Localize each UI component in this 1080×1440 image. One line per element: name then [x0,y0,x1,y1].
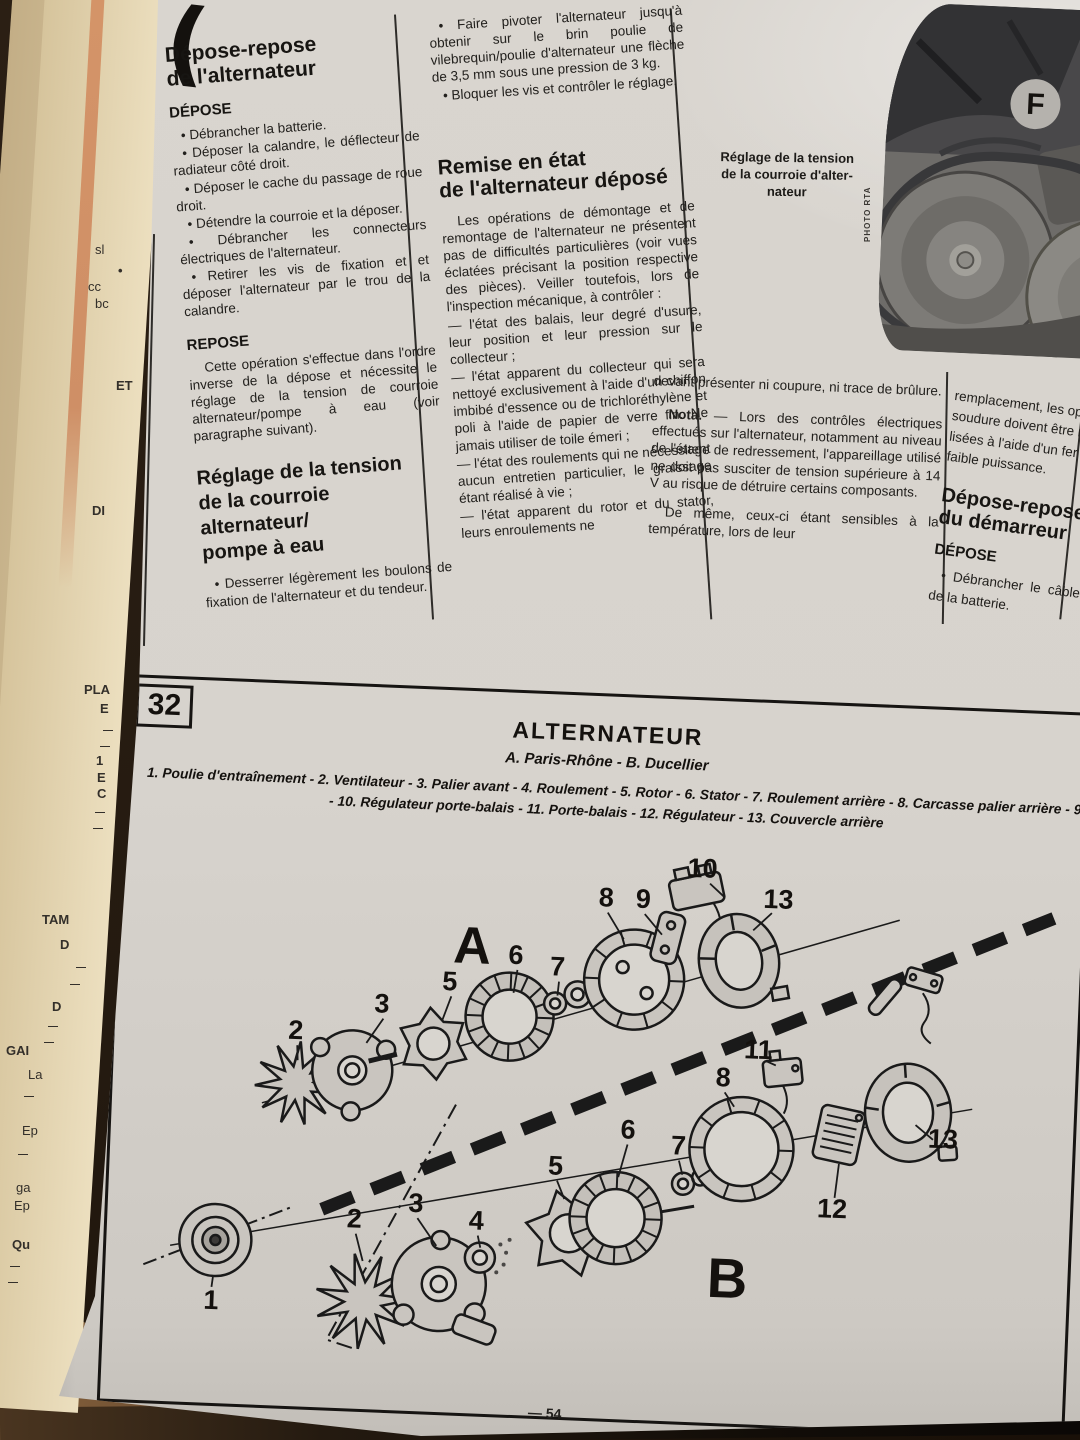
column-demarreur: remplacement, les opé soudure doivent êt… [927,386,1080,633]
margin-fragment: C [97,786,107,801]
part-label-13b: 13 [927,1124,958,1155]
brush-holder-b [761,1049,804,1115]
margin-fragment: Ep [22,1123,38,1138]
margin-fragment: Ep [14,1198,30,1213]
margin-fragment: sl [95,242,105,257]
margin-fragment: ga [16,1180,31,1195]
part-label-1: 1 [203,1285,219,1316]
margin-fragment: — [70,979,80,990]
bullet-item: • Desserrer légèrement les boulons de fi… [205,559,453,610]
column-nota: devant présenter ni coupure, ni trace de… [648,372,944,549]
photo-caption: Réglage de la tension de la courroie d'a… [720,149,855,200]
exploded-diagram: A B 10 8 9 13 6 7 5 3 2 1 2 3 4 5 6 [142,853,1057,1350]
part-label-3b: 3 [408,1188,424,1219]
column-depose-alternateur: Dépose-repose de l'alternateur DÉPOSE • … [164,25,454,612]
margin-fragment: — [76,962,86,973]
pulley-b [178,1202,253,1278]
margin-fragment: GAI [6,1043,30,1058]
repose-paragraph: Cette opération s'effectue dans l'ordre … [189,342,441,445]
margin-fragment: DI [92,503,105,518]
margin-fragment: — [44,1037,54,1048]
page-number: — 54 [527,1404,562,1422]
margin-fragment: — [24,1091,34,1102]
margin-fragment: • [118,263,123,278]
rear-cover-a [697,912,791,1009]
margin-fragment: — [10,1261,20,1272]
margin-fragment: ET [116,378,133,393]
margin-fragment: D [52,999,62,1014]
part-label-12: 12 [816,1193,847,1224]
paragraph: devant présenter ni coupure, ni trace de… [653,372,942,399]
engine-photo: F [876,1,1080,359]
margin-fragment: — [95,807,105,818]
mounting-brackets [867,966,944,1045]
part-label-7a: 7 [549,951,565,982]
part-label-2b: 2 [346,1203,362,1234]
margin-fragment: bc [95,296,109,311]
rear-housing-b [688,1095,795,1203]
front-plate-b [390,1229,497,1346]
margin-fragment: 1 [96,753,104,768]
margin-fragment: TAM [42,912,70,927]
margin-fragment: — [8,1277,18,1288]
margin-fragment: E [100,701,109,716]
label-version-a: A [452,916,492,975]
part-label-10: 10 [687,853,718,884]
stator-a [464,971,555,1062]
part-label-13a: 13 [763,884,794,915]
figure-32-box: 32 ALTERNATEUR A. Paris-Rhône - B. Ducel… [96,674,1080,1436]
margin-fragment: Qu [12,1237,31,1252]
margin-fragment: E [97,770,106,785]
margin-fragment: — [100,741,110,752]
nota-paragraph: Nota. — Lors des contrôles électriques e… [650,405,943,501]
part-label-8b: 8 [715,1062,731,1093]
intro-paragraph: Les opérations de démontage et de remont… [441,197,700,315]
margin-fragment: cc [88,279,101,294]
engine-photo-art: F [876,1,1080,359]
part-label-3a: 3 [374,988,390,1019]
bearing-b [463,1237,512,1275]
margin-fragment: — [18,1149,28,1160]
margin-fragment: La [28,1067,43,1082]
regulator-b [811,1103,867,1167]
part-label-6a: 6 [508,940,524,971]
tension-heading: Réglage de la tension de la courroie alt… [195,452,403,565]
section-heading: Remise en état de l'alternateur déposé [436,146,669,203]
margin-fragment: — [48,1021,58,1032]
part-label-5a: 5 [442,966,458,997]
label-version-b: B [706,1246,749,1311]
margin-fragment: PLA [84,682,110,697]
part-label-11: 11 [744,1034,774,1065]
regulator-brush-holder-a [667,862,726,944]
stator-b [568,1170,663,1266]
margin-fragment: — [93,823,103,834]
part-label-2a: 2 [288,1015,304,1046]
part-label-8a: 8 [598,882,614,913]
diode-plate-a [649,910,687,966]
part-label-6b: 6 [620,1114,636,1145]
part-label-4: 4 [468,1205,484,1236]
margin-fragment: — [103,725,113,736]
rotor-a [368,1005,468,1082]
rear-cover-b [863,1062,959,1163]
nota-label: Nota. [668,406,703,423]
part-label-5b: 5 [548,1150,564,1181]
part-label-7b: 7 [670,1130,686,1161]
part-label-9: 9 [635,884,651,915]
margin-fragment: D [60,937,70,952]
photo-letter-f: F [1026,88,1046,122]
paragraph: De même, ceux-ci étant sensibles à la te… [647,504,939,542]
